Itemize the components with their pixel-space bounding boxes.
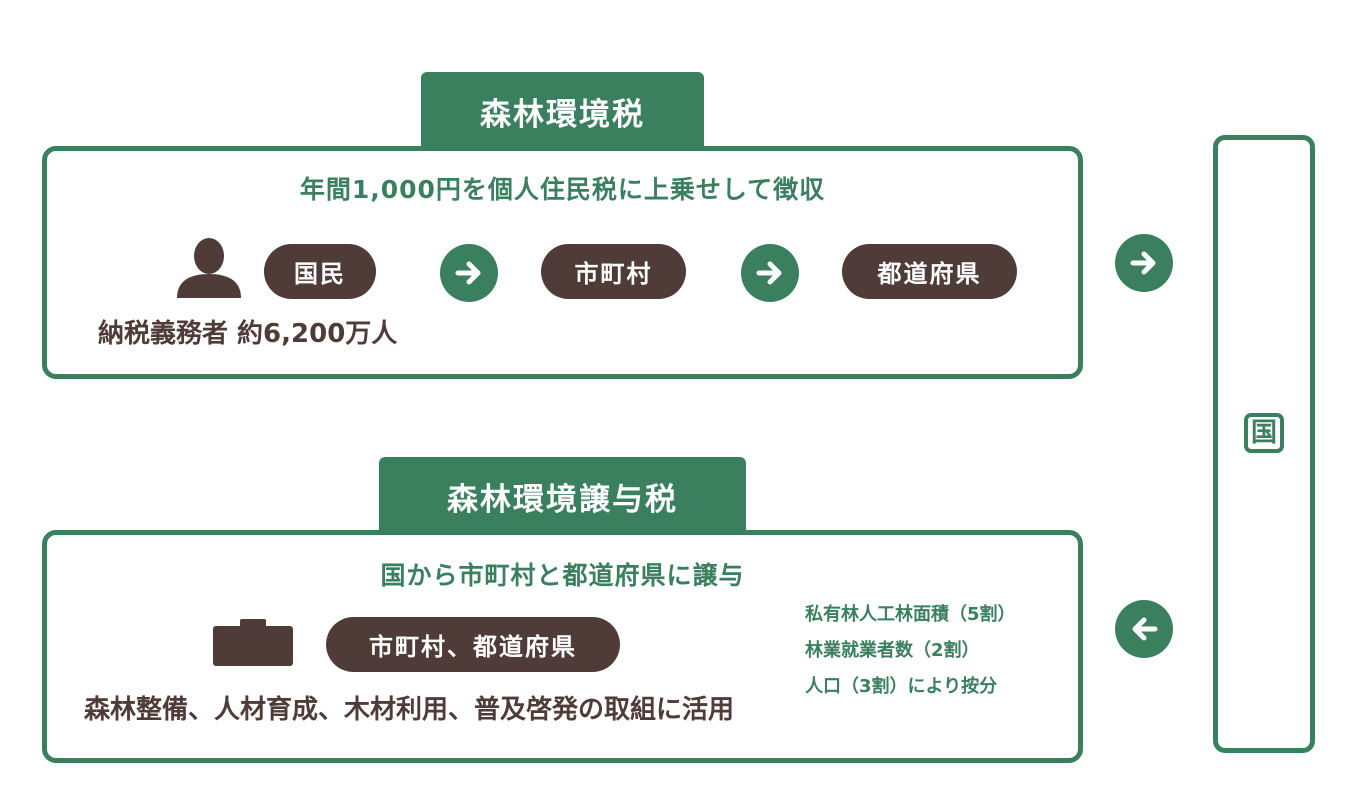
criteria-item: 私有林人工林面積（5割） bbox=[805, 604, 1016, 625]
taxpayer-note: 納税義務者 約6,200万人 bbox=[98, 319, 398, 349]
flow-citizen-pill: 国民 bbox=[264, 244, 376, 299]
top-tab-title: 森林環境税 bbox=[421, 72, 704, 150]
top-subtitle: 年間1,000円を個人住民税に上乗せして徴収 bbox=[299, 175, 826, 204]
usage-note: 森林整備、人材育成、木材利用、普及啓発の取組に活用 bbox=[84, 695, 735, 725]
country-label: 国 bbox=[1244, 413, 1284, 453]
criteria-item: 人口（3割）により按分 bbox=[805, 676, 998, 697]
person-icon bbox=[177, 238, 241, 298]
arrow-left-icon bbox=[1115, 600, 1173, 658]
bottom-tab-title: 森林環境譲与税 bbox=[379, 457, 746, 535]
arrow-right-icon bbox=[440, 244, 498, 302]
arrow-right-icon bbox=[1115, 234, 1173, 292]
arrow-right-icon bbox=[741, 244, 799, 302]
country-box bbox=[1213, 135, 1315, 753]
bottom-subtitle: 国から市町村と都道府県に譲与 bbox=[380, 561, 745, 590]
criteria-item: 林業就業者数（2割） bbox=[805, 640, 980, 661]
briefcase-icon bbox=[213, 619, 293, 666]
flow-prefecture-pill: 都道府県 bbox=[842, 244, 1017, 299]
recipient-pill: 市町村、都道府県 bbox=[326, 617, 620, 672]
flow-municipality-pill: 市町村 bbox=[541, 244, 686, 299]
